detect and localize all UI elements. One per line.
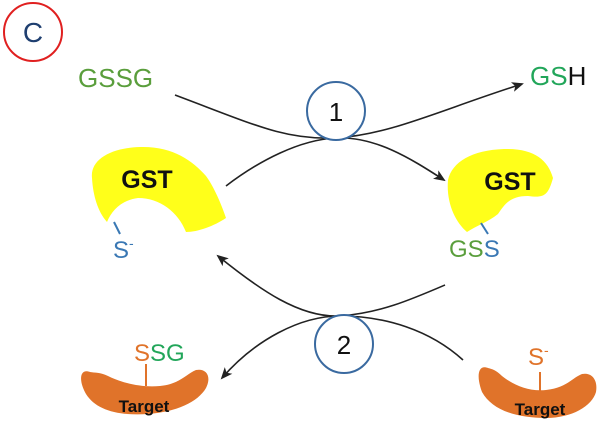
target-right-thiolate-s: S xyxy=(528,344,544,371)
gst-right-glutathione: GSS xyxy=(449,236,500,263)
gst-enzyme-left-shape xyxy=(91,146,226,232)
gst-left-thiolate-s: S xyxy=(113,237,129,264)
gst-right-thiol-bond xyxy=(480,222,489,235)
gst-left-thiolate: S- xyxy=(113,235,134,264)
target-right-label: Target xyxy=(515,400,566,419)
gst-right-gs: GS xyxy=(449,236,484,263)
gst-enzyme-left-label: GST xyxy=(121,166,172,194)
target-right-thiolate: S- xyxy=(528,342,549,371)
gssg-label: GSSG xyxy=(78,63,153,93)
panel-label: C xyxy=(23,17,43,48)
gst-right-s: S xyxy=(484,236,500,263)
target-left-ssg: SSG xyxy=(134,340,185,367)
step-1-label: 1 xyxy=(329,97,343,127)
gsh-h: H xyxy=(568,61,587,91)
gst-left-thiolate-charge: - xyxy=(129,235,134,251)
gsh-gs: GS xyxy=(530,61,568,91)
arrow-gst-regeneration xyxy=(216,254,446,317)
gst-enzyme-right-label: GST xyxy=(484,168,535,196)
panel-label-ring xyxy=(3,2,63,62)
step-2-ring xyxy=(314,314,374,374)
arrow-gst-to-gst-glutathionylated xyxy=(225,137,446,187)
step-2-label: 2 xyxy=(337,330,351,360)
target-left-label: Target xyxy=(119,397,170,416)
gst-enzyme-right-shape xyxy=(447,148,553,232)
step-1-ring xyxy=(306,81,366,141)
target-left-ssg-sg: SG xyxy=(150,340,185,367)
target-right-thiolate-charge: - xyxy=(544,342,549,358)
gsh-label: GSH xyxy=(530,61,586,91)
target-left-ssg-s: S xyxy=(134,340,150,367)
gst-left-thiol-bond xyxy=(113,221,121,235)
target-right-shape xyxy=(478,367,597,418)
target-left-shape xyxy=(81,369,209,415)
